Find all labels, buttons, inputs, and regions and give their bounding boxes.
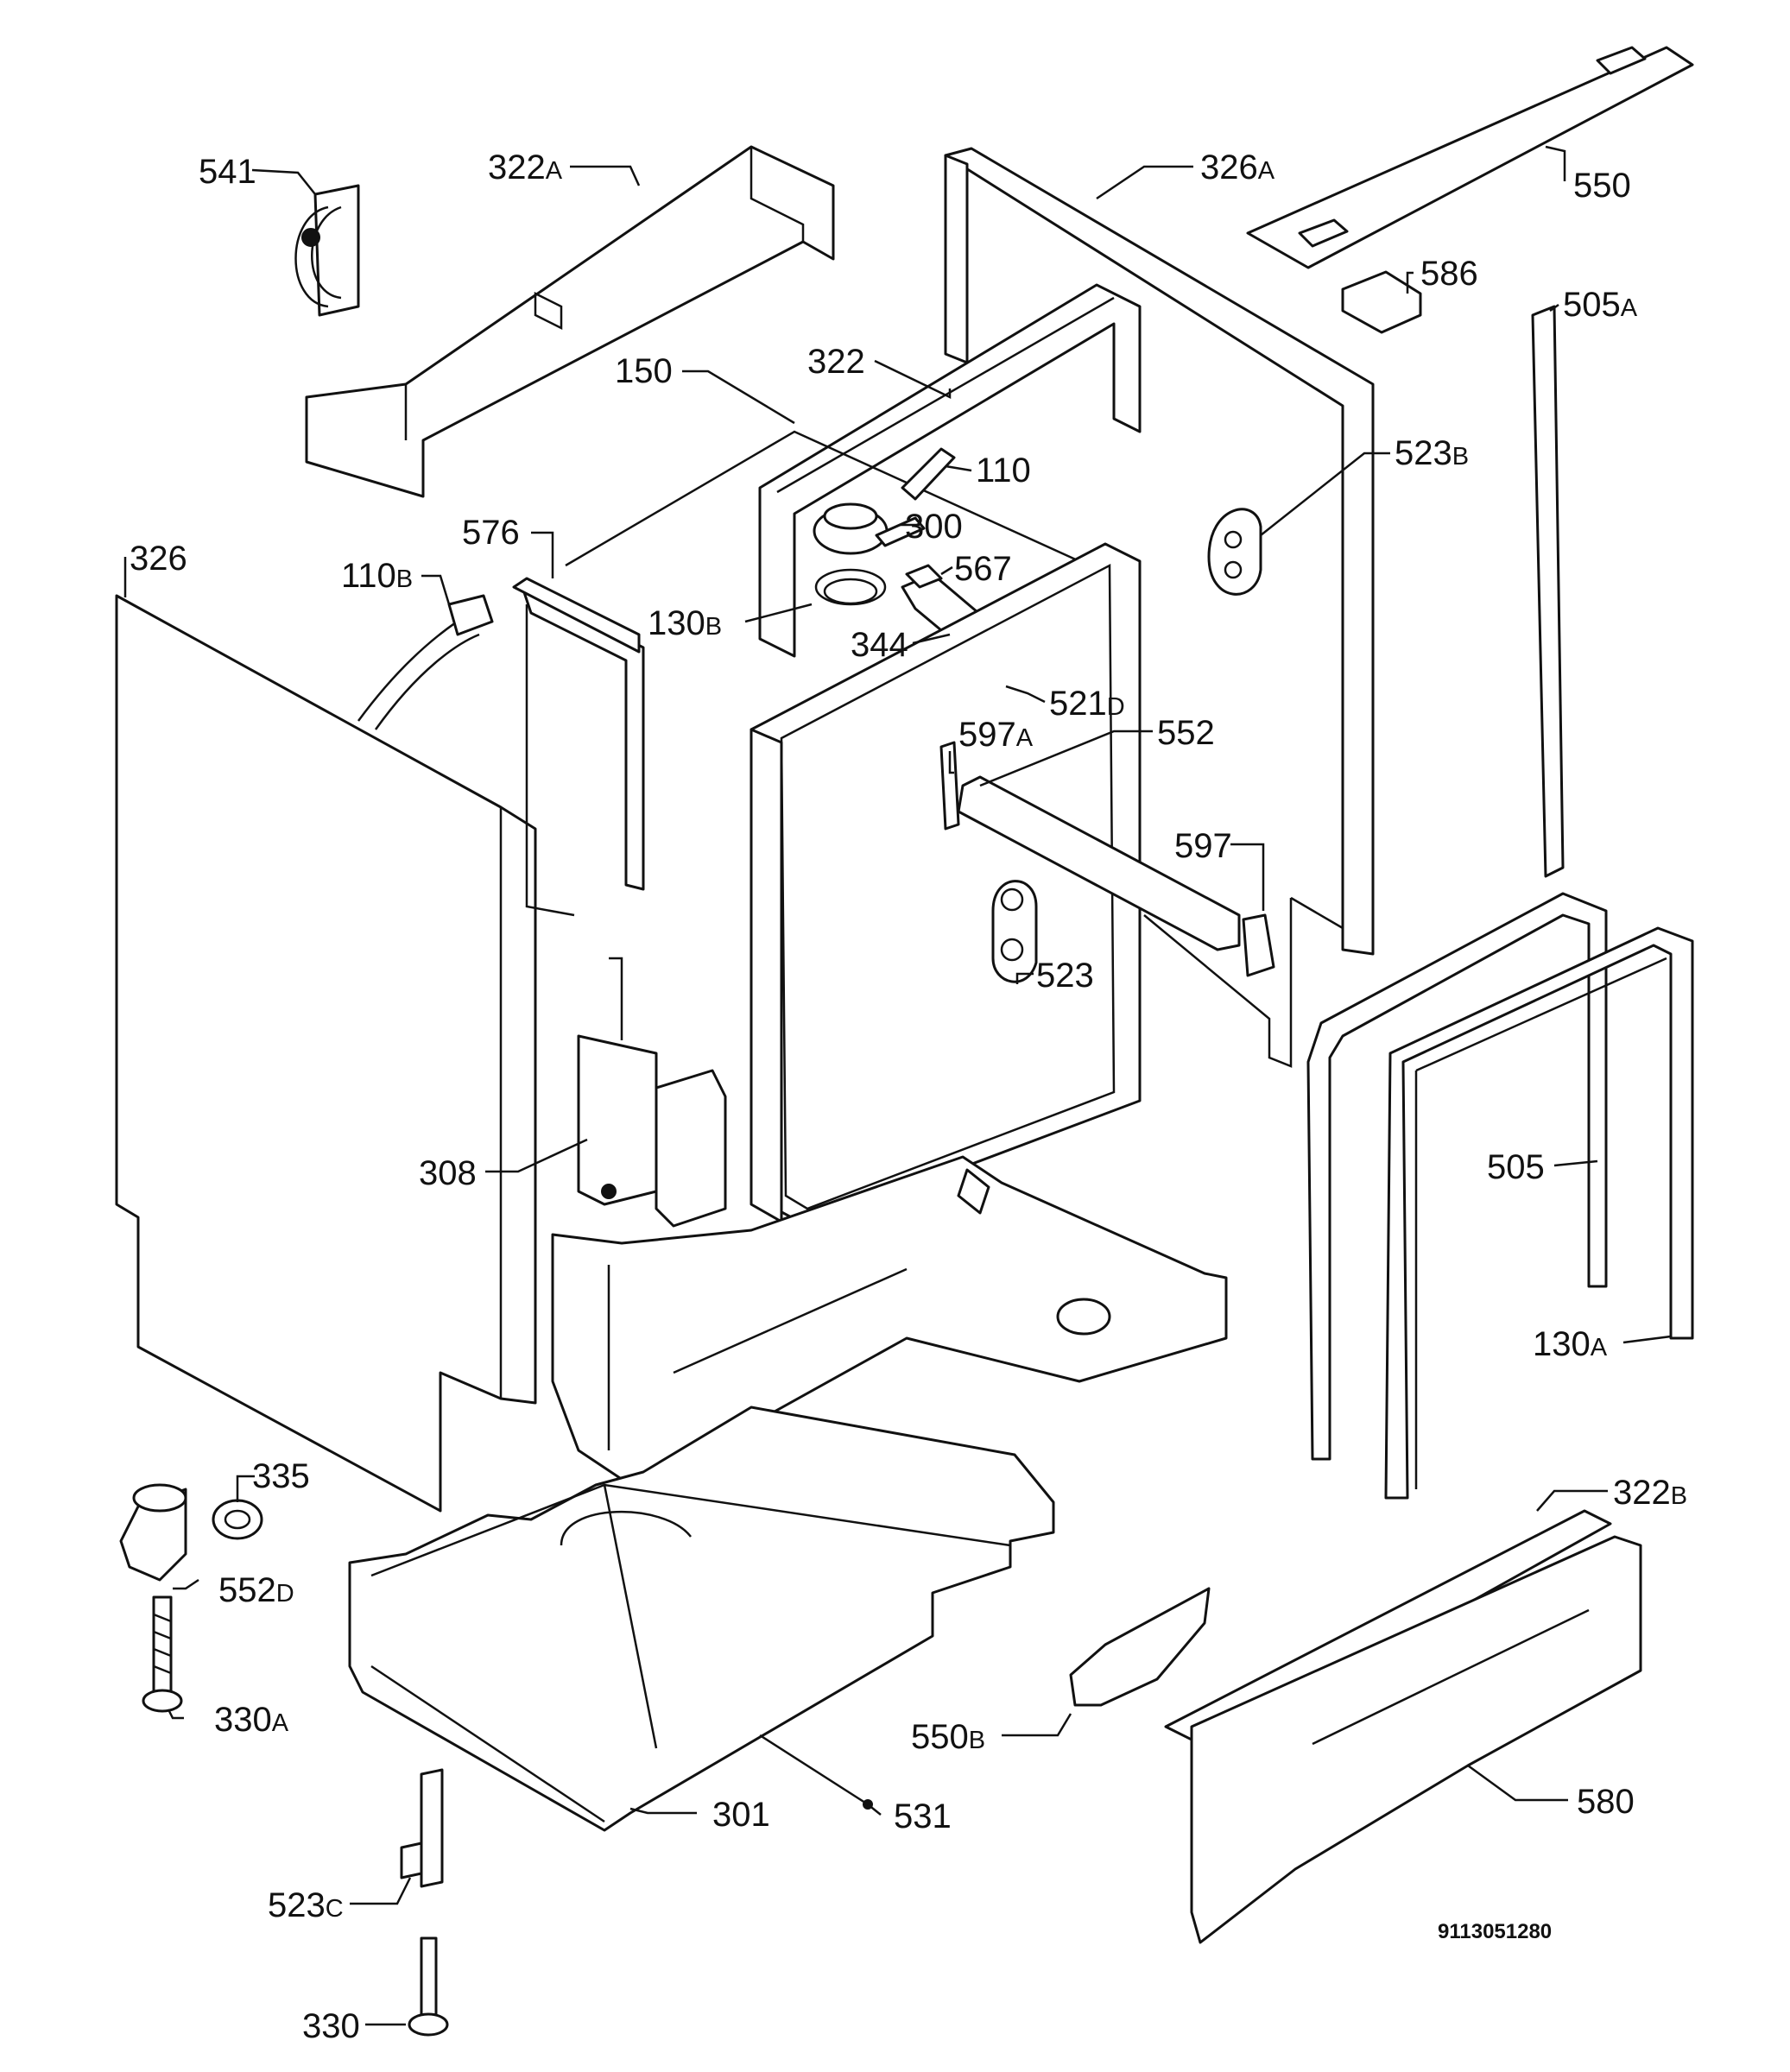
- part-505-seal-loop: [1306, 892, 1608, 1461]
- leader-lines: [123, 145, 1672, 2026]
- part-tub-frame: [750, 542, 1142, 1228]
- label-541: 541: [199, 153, 256, 191]
- label-335: 335: [252, 1457, 310, 1495]
- part-550b-bracket: [1069, 1587, 1211, 1707]
- part-523-plugs: [991, 880, 1038, 983]
- label-330a: 330A: [214, 1701, 289, 1739]
- part-110b-hose: [357, 594, 494, 730]
- label-505a: 505A: [1563, 286, 1638, 324]
- label-523: 523: [1036, 957, 1094, 995]
- label-322: 322: [807, 343, 865, 381]
- label-110: 110: [976, 452, 1031, 490]
- part-541-clip: [294, 184, 360, 317]
- part-597-clip: [1242, 913, 1275, 977]
- label-567: 567: [954, 550, 1012, 588]
- part-335-nut: [212, 1499, 263, 1540]
- label-505: 505: [1487, 1148, 1545, 1186]
- part-322a-top-rail: [305, 145, 835, 498]
- label-523b: 523B: [1395, 434, 1469, 472]
- label-531: 531: [894, 1797, 952, 1835]
- part-308-hinge: [577, 957, 727, 1228]
- label-552d: 552D: [218, 1571, 294, 1609]
- label-586: 586: [1420, 255, 1478, 293]
- label-330: 330: [302, 2007, 360, 2045]
- part-base-frame: [551, 1155, 1228, 1487]
- label-576: 576: [462, 514, 520, 552]
- part-576-hinge-strip: [512, 577, 645, 917]
- drawing-code: 9113051280: [1438, 1920, 1552, 1943]
- label-550b: 550B: [911, 1718, 985, 1756]
- label-322a: 322A: [488, 148, 563, 186]
- part-326a-side-panel: [944, 147, 1375, 1068]
- part-597a-clip: [939, 741, 960, 831]
- label-150: 150: [615, 352, 673, 390]
- part-330a-screw: [142, 1595, 183, 1713]
- label-344: 344: [851, 626, 908, 664]
- part-110-hose: [901, 447, 956, 501]
- label-523c: 523C: [268, 1886, 344, 1924]
- label-326a: 326A: [1200, 148, 1275, 186]
- part-301-tray: [348, 1406, 1055, 1832]
- label-301: 301: [712, 1796, 770, 1834]
- label-597a: 597A: [958, 716, 1034, 754]
- part-330-screw: [408, 1936, 449, 2037]
- part-552d-part: [119, 1483, 187, 1582]
- label-326: 326: [130, 540, 187, 578]
- part-505a-seal: [1531, 305, 1565, 878]
- label-550: 550: [1573, 167, 1631, 205]
- labels: 541 322A 326A 550 586 505A 150 322 110 5…: [130, 148, 1687, 2045]
- label-322b: 322B: [1613, 1474, 1687, 1512]
- label-552: 552: [1157, 714, 1215, 752]
- label-580: 580: [1577, 1783, 1635, 1821]
- label-597: 597: [1174, 827, 1232, 865]
- label-521d: 521D: [1049, 685, 1125, 723]
- label-110b: 110B: [341, 557, 413, 595]
- label-130a: 130A: [1533, 1325, 1608, 1363]
- part-130a-seal-loop: [1384, 926, 1694, 1500]
- part-550-top-strip: [1246, 46, 1694, 269]
- part-523b-plug: [1207, 508, 1262, 596]
- label-300: 300: [905, 508, 963, 546]
- part-586-bracket: [1341, 270, 1422, 334]
- label-308: 308: [419, 1154, 477, 1192]
- part-531-rod: [759, 1734, 873, 1810]
- part-326-left-panel: [115, 594, 537, 1513]
- part-130b-gasket: [814, 568, 887, 606]
- part-523c-bracket: [400, 1768, 444, 1888]
- part-150-tub-top: [565, 430, 1080, 567]
- label-130b: 130B: [648, 604, 722, 642]
